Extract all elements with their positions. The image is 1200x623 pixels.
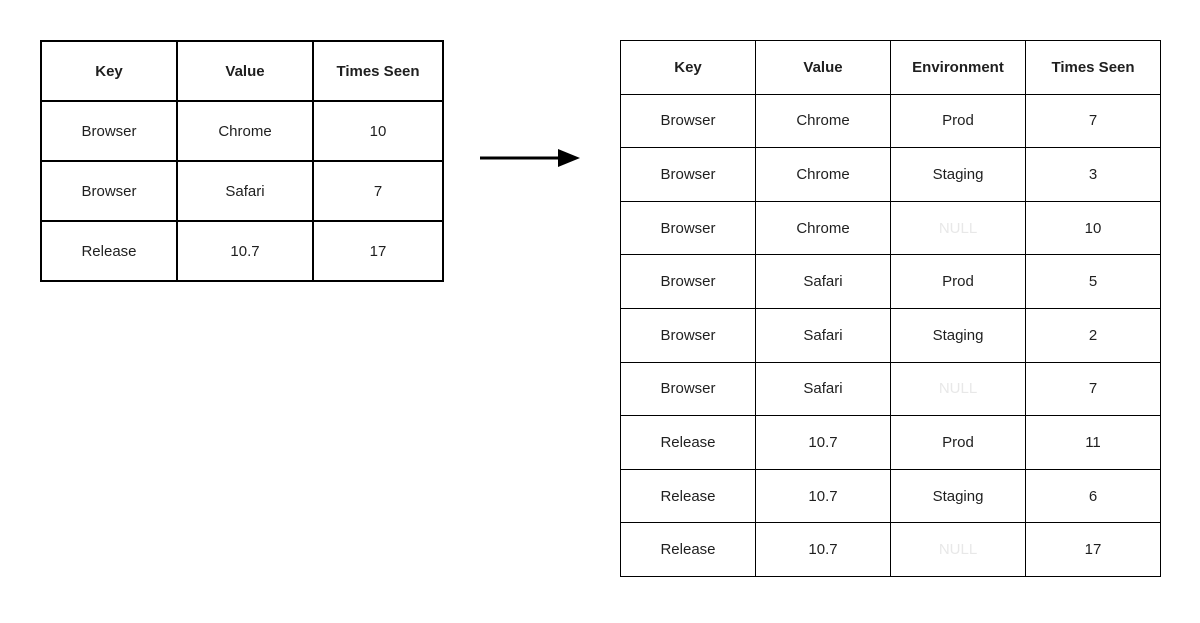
table-cell: Chrome [176, 100, 314, 162]
table-cell: Browser [620, 361, 756, 417]
table-cell: 3 [1025, 147, 1161, 202]
header-cell: Environment [890, 40, 1026, 95]
table-cell: 5 [1025, 254, 1161, 309]
table-cell: Browser [620, 93, 756, 149]
table-cell: Release [620, 468, 756, 524]
table-cell: Prod [890, 254, 1026, 309]
table-cell: Browser [40, 160, 178, 222]
table-cell: 6 [1025, 468, 1161, 524]
table-cell: 10 [1025, 200, 1161, 256]
table-cell: 17 [1025, 522, 1161, 577]
header-cell: Value [176, 40, 314, 102]
header-cell: Key [620, 40, 756, 95]
header-cell: Times Seen [1025, 40, 1161, 95]
table-cell: Chrome [755, 200, 891, 256]
table-cell: 11 [1025, 415, 1161, 470]
table-cell: Safari [755, 254, 891, 309]
table-cell: Chrome [755, 93, 891, 149]
table-cell: Staging [890, 307, 1026, 363]
table-cell: Chrome [755, 147, 891, 202]
table-cell: Browser [620, 200, 756, 256]
table-cell: NULL [890, 361, 1026, 417]
table-cell: Staging [890, 468, 1026, 524]
table-cell: NULL [890, 200, 1026, 256]
table-cell: Prod [890, 93, 1026, 149]
table-cell: Safari [176, 160, 314, 222]
table-cell: Browser [620, 307, 756, 363]
table-cell: Prod [890, 415, 1026, 470]
table-cell: Staging [890, 147, 1026, 202]
table-cell: Release [620, 522, 756, 577]
table-cell: NULL [890, 522, 1026, 577]
table-cell: 7 [312, 160, 444, 222]
table-cell: 10.7 [755, 522, 891, 577]
table-cell: Safari [755, 361, 891, 417]
table-cell: Browser [620, 254, 756, 309]
header-cell: Key [40, 40, 178, 102]
table-cell: 7 [1025, 93, 1161, 149]
table-cell: Release [620, 415, 756, 470]
table-cell: Browser [620, 147, 756, 202]
table-cell: Release [40, 220, 178, 282]
header-cell: Value [755, 40, 891, 95]
right-arrow-icon [480, 149, 580, 167]
table-cell: 10.7 [176, 220, 314, 282]
table-cell: Browser [40, 100, 178, 162]
table-cell: 10 [312, 100, 444, 162]
header-cell: Times Seen [312, 40, 444, 102]
table-cell: 2 [1025, 307, 1161, 363]
table-cell: 10.7 [755, 415, 891, 470]
table-cell: 17 [312, 220, 444, 282]
table-cell: 7 [1025, 361, 1161, 417]
table-cell: Safari [755, 307, 891, 363]
table-cell: 10.7 [755, 468, 891, 524]
